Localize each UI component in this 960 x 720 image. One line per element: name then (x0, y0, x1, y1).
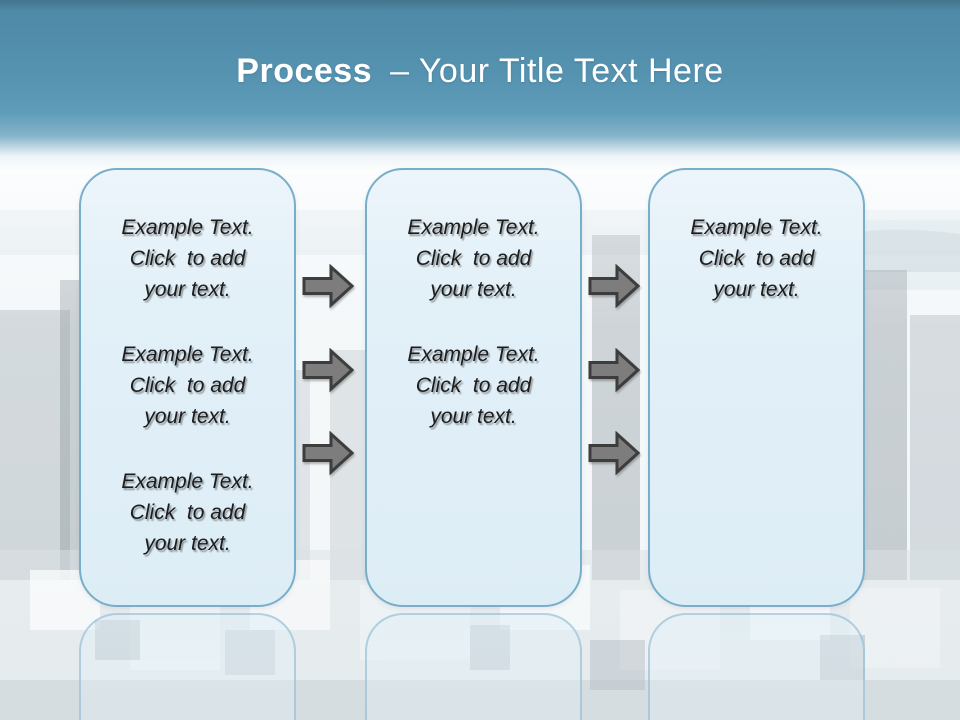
right-arrow-icon[interactable] (588, 431, 640, 475)
right-arrow-icon[interactable] (302, 348, 354, 392)
panel-1-reflection (79, 613, 296, 720)
text-placeholder[interactable]: Example Text. Click to add your text. (407, 343, 540, 428)
text-placeholder[interactable]: Example Text. Click to add your text. (121, 216, 254, 301)
slide-title[interactable]: Process – Your Title Text Here (0, 52, 960, 91)
title-band (0, 0, 960, 170)
process-panel-3[interactable]: Example Text. Click to add your text. (648, 168, 865, 607)
text-placeholder[interactable]: Example Text. Click to add your text. (690, 216, 823, 301)
title-subtitle: – Your Title Text Here (390, 52, 724, 90)
panel-2-reflection (365, 613, 582, 720)
title-keyword: Process (236, 52, 373, 90)
text-placeholder[interactable]: Example Text. Click to add your text. (121, 343, 254, 428)
process-panel-1[interactable]: Example Text. Click to add your text. Ex… (79, 168, 296, 607)
right-arrow-icon[interactable] (588, 348, 640, 392)
right-arrow-icon[interactable] (302, 431, 354, 475)
right-arrow-icon[interactable] (588, 264, 640, 308)
text-placeholder[interactable]: Example Text. Click to add your text. (407, 216, 540, 301)
process-panel-2[interactable]: Example Text. Click to add your text. Ex… (365, 168, 582, 607)
text-placeholder[interactable]: Example Text. Click to add your text. (121, 470, 254, 555)
right-arrow-icon[interactable] (302, 264, 354, 308)
panel-3-reflection (648, 613, 865, 720)
